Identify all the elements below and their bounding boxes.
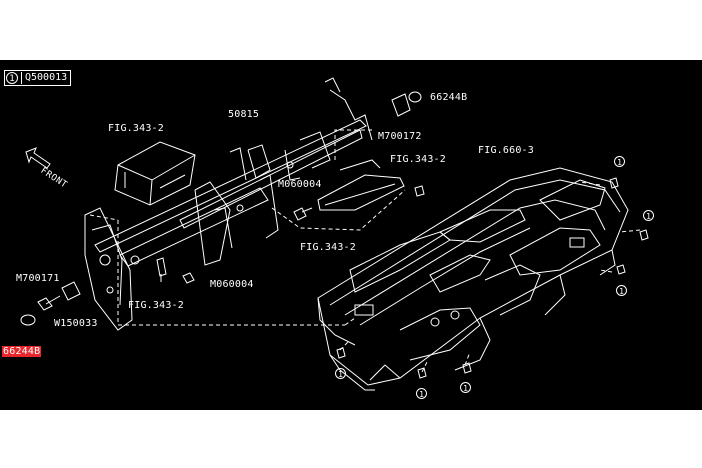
front-arrow: [25, 147, 51, 169]
part-label-66244b-top[interactable]: 66244B: [430, 92, 468, 103]
part-label-fig-343-2-low[interactable]: FIG.343-2: [128, 300, 184, 311]
instrument-panel: [317, 167, 629, 391]
callout-1-marker[interactable]: 1: [335, 368, 346, 379]
part-label-fig-660-3[interactable]: FIG.660-3: [478, 145, 534, 156]
airbag-module: [114, 141, 196, 206]
part-label-fig-343-2-right[interactable]: FIG.343-2: [390, 154, 446, 165]
part-label-m700172[interactable]: M700172: [378, 131, 422, 142]
part-label-50815[interactable]: 50815: [228, 109, 260, 120]
header-reference-box: 1 Q500013: [4, 70, 72, 86]
reference-lines: [89, 129, 641, 373]
part-label-w150033[interactable]: W150033: [54, 318, 98, 329]
part-label-m060004-top[interactable]: M060004: [278, 179, 322, 190]
side-bracket-right: [317, 159, 405, 211]
diagram-id: A660001648: [625, 400, 688, 411]
parts-diagram: FRONT FIG.343-2 50815 M700172 66244B FIG…: [0, 60, 702, 410]
reference-code: Q500013: [21, 72, 67, 84]
callout-1-marker[interactable]: 1: [616, 285, 627, 296]
part-label-fig-343-2-top[interactable]: FIG.343-2: [108, 123, 164, 134]
callout-1-marker[interactable]: 1: [416, 388, 427, 399]
info-callout-icon: 1: [6, 72, 18, 84]
fasteners: [20, 91, 649, 379]
part-label-m700171[interactable]: M700171: [16, 273, 60, 284]
part-label-fig-343-2-mid[interactable]: FIG.343-2: [300, 242, 356, 253]
part-label-m060004-low[interactable]: M060004: [210, 279, 254, 290]
steering-beam: [94, 77, 373, 267]
highlighted-part-number: 66244B: [2, 346, 42, 357]
left-bracket: [84, 207, 133, 331]
callout-1-marker[interactable]: 1: [643, 210, 654, 221]
part-label-66244b-highlighted[interactable]: 66244B: [2, 346, 42, 357]
diagram-drawing: [20, 77, 649, 391]
callout-1-marker[interactable]: 1: [614, 156, 625, 167]
callout-1-marker[interactable]: 1: [460, 382, 471, 393]
